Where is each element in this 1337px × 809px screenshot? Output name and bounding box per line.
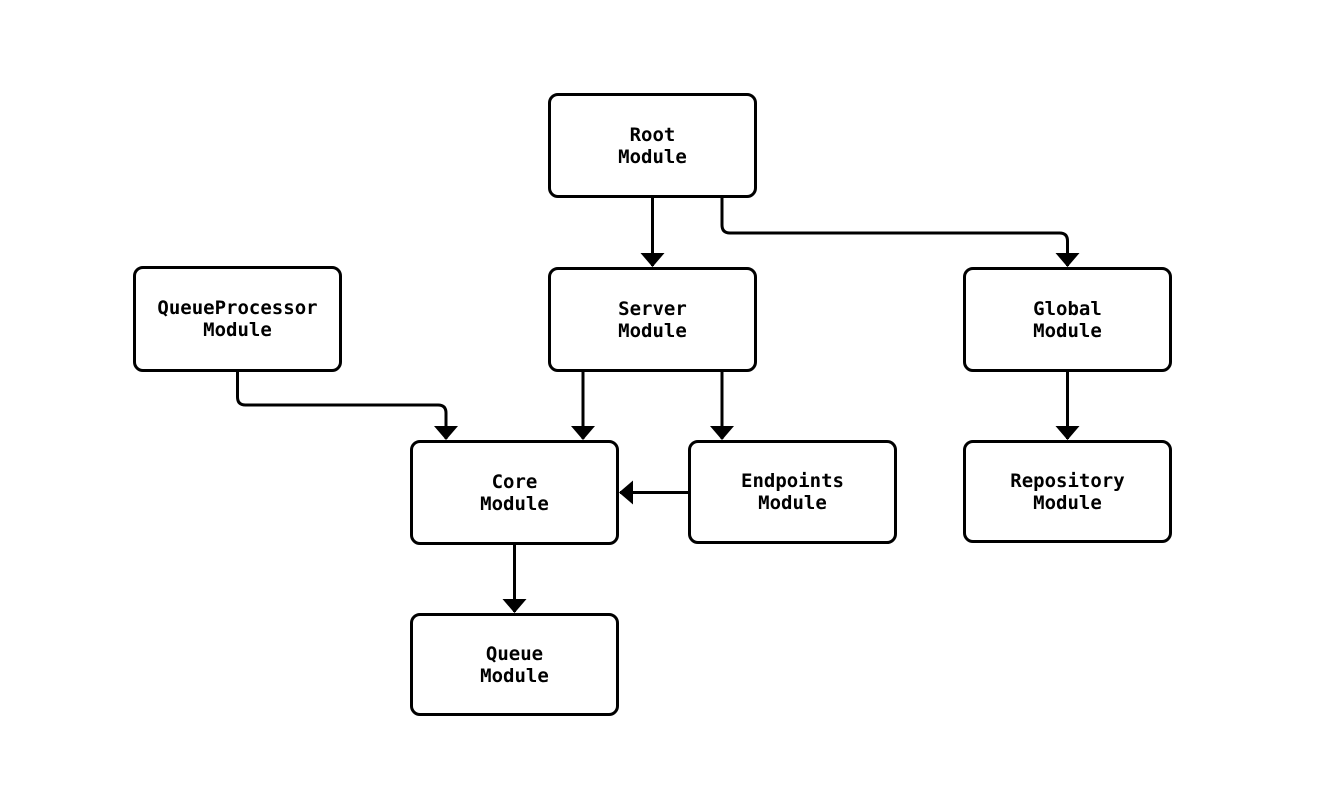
node-repository-module: Repository Module: [963, 440, 1172, 543]
node-server-module: Server Module: [548, 267, 757, 372]
node-queueprocessor-module-label: QueueProcessor Module: [157, 297, 318, 341]
node-global-module: Global Module: [963, 267, 1172, 372]
node-endpoints-module: Endpoints Module: [688, 440, 897, 544]
node-queue-module: Queue Module: [410, 613, 619, 716]
node-repository-module-label: Repository Module: [1010, 469, 1125, 514]
node-queueprocessor-module: QueueProcessor Module: [133, 266, 342, 372]
node-core-module-label: Core Module: [480, 470, 549, 515]
node-queue-module-label: Queue Module: [480, 642, 549, 687]
node-endpoints-module-label: Endpoints Module: [741, 470, 844, 514]
node-server-module-label: Server Module: [618, 297, 687, 342]
node-core-module: Core Module: [410, 440, 619, 545]
node-root-module: Root Module: [548, 93, 757, 198]
node-global-module-label: Global Module: [1033, 297, 1102, 342]
edge-queueprocessor-to-core: [236, 372, 458, 440]
edge-root-to-global: [720, 198, 1080, 267]
node-root-module-label: Root Module: [618, 123, 687, 168]
